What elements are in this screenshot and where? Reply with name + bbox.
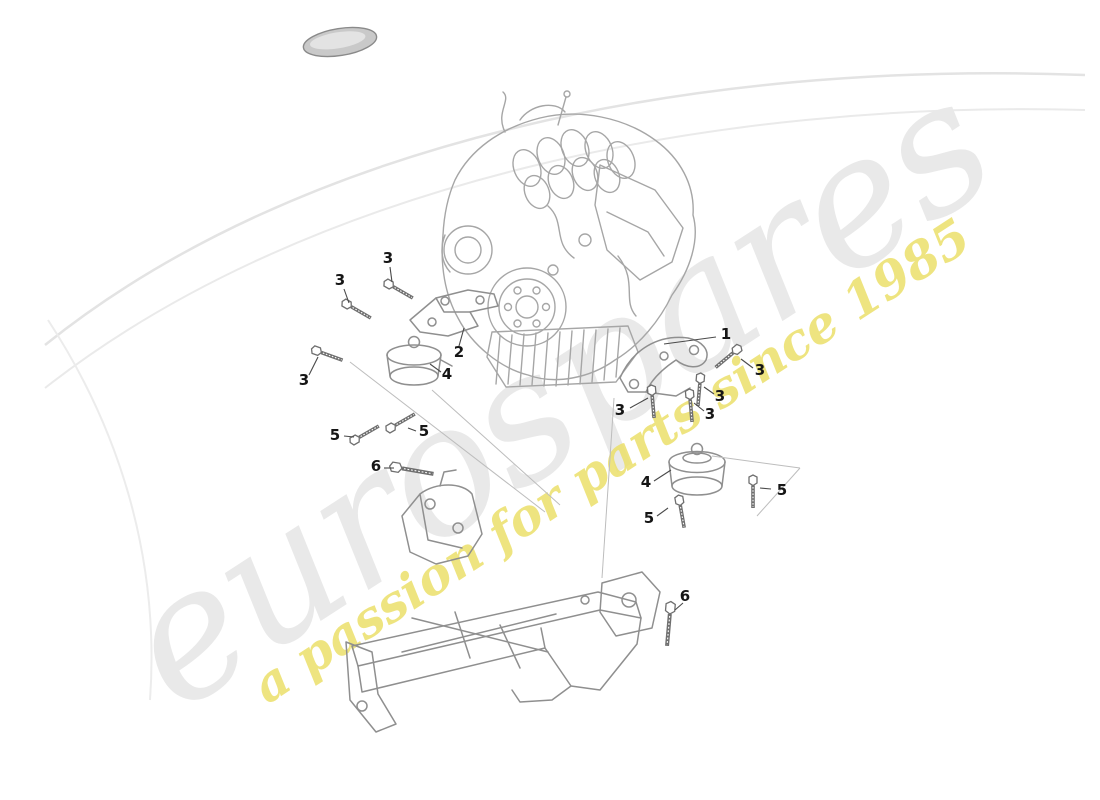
leader-lines bbox=[308, 266, 772, 611]
gearbox-mount-bracket bbox=[401, 469, 483, 565]
callout-label-1: 1 bbox=[721, 325, 731, 343]
engine-illustration bbox=[441, 90, 696, 388]
callout-label-3: 3 bbox=[755, 361, 765, 379]
projection-lines bbox=[349, 361, 801, 579]
watermark-swoosh-upper bbox=[44, 72, 1086, 346]
callout-label-5: 5 bbox=[419, 422, 429, 440]
callout-label-3: 3 bbox=[715, 387, 725, 405]
bolt-icon bbox=[747, 473, 759, 510]
bolt-icon bbox=[338, 296, 375, 324]
front-subframe bbox=[345, 571, 661, 733]
watermark-swoosh-lower bbox=[44, 108, 1086, 389]
watermark: eurospares a passion for parts since 198… bbox=[44, 39, 1086, 750]
callout-label-6: 6 bbox=[371, 457, 381, 475]
bolt-icon bbox=[308, 343, 346, 366]
callout-label-3: 3 bbox=[615, 401, 625, 419]
hydro-mount-right bbox=[668, 442, 726, 496]
callout-label-4: 4 bbox=[641, 473, 651, 491]
callout-label-5: 5 bbox=[777, 481, 787, 499]
callout-label-3: 3 bbox=[383, 249, 393, 267]
callout-label-3: 3 bbox=[335, 271, 345, 289]
watermark-swoosh-left bbox=[47, 319, 153, 701]
engine-mount-bracket-left bbox=[409, 289, 499, 337]
hydro-mount-left bbox=[386, 335, 453, 386]
bolt-icon bbox=[380, 276, 417, 304]
callout-label-2: 2 bbox=[454, 343, 464, 361]
callout-label-5: 5 bbox=[330, 426, 340, 444]
callout-label-3: 3 bbox=[705, 405, 715, 423]
bolt-icon bbox=[660, 599, 678, 649]
cover-cap bbox=[302, 26, 378, 58]
callout-label-3: 3 bbox=[299, 371, 309, 389]
callout-label-5: 5 bbox=[644, 509, 654, 527]
callout-label-4: 4 bbox=[442, 365, 452, 383]
bolt-icon bbox=[672, 492, 690, 531]
watermark-brand-text: eurospares bbox=[87, 39, 1026, 749]
callout-label-6: 6 bbox=[680, 587, 690, 605]
